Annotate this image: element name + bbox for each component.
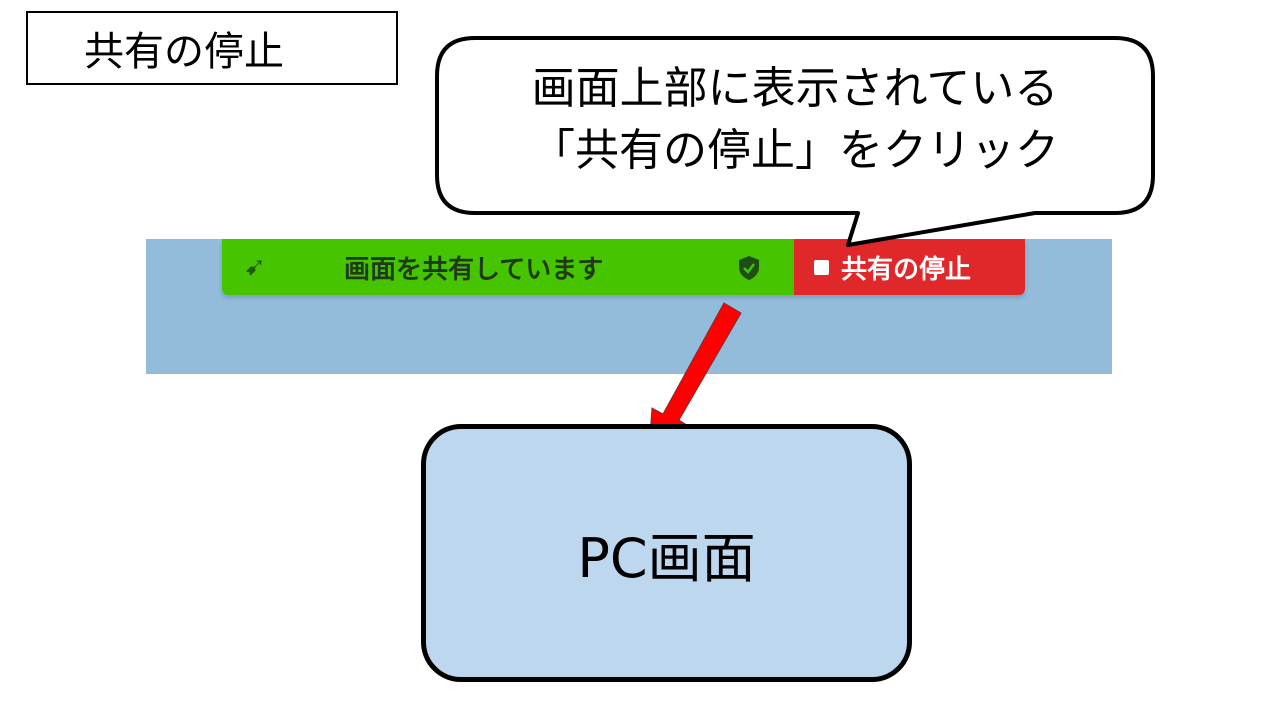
stop-sharing-label: 共有の停止	[841, 254, 972, 285]
screen-share-bar: ➹ 画面を共有しています 共有の停止	[222, 239, 1025, 295]
stop-icon	[814, 259, 829, 275]
sharing-status-area: ➹ 画面を共有しています	[222, 239, 794, 295]
arrow-icon: ➹	[244, 252, 266, 282]
callout-line-1: 画面上部に表示されている	[531, 63, 1059, 114]
callout-text: 画面上部に表示されている 「共有の停止」をクリック	[440, 58, 1150, 182]
pc-screen-box: PC画面	[421, 424, 912, 682]
shield-check-icon	[739, 256, 759, 280]
callout-line-2: 「共有の停止」をクリック	[531, 125, 1059, 176]
stop-sharing-button[interactable]: 共有の停止	[794, 239, 1025, 295]
sharing-status-text: 画面を共有しています	[344, 254, 604, 285]
slide-title: 共有の停止	[26, 11, 398, 85]
